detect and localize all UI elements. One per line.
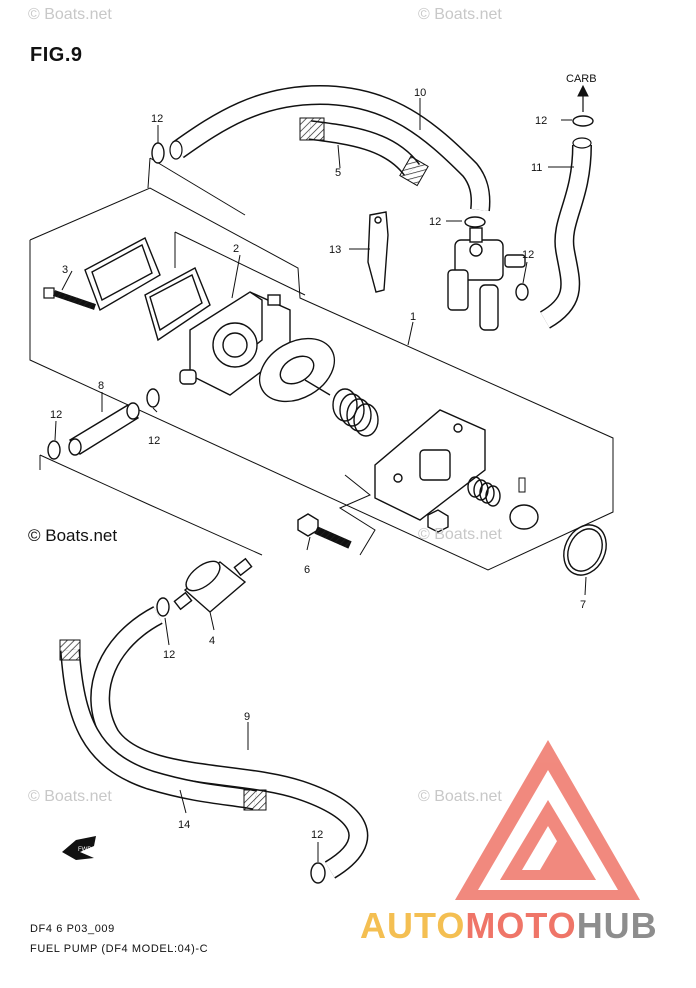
brand-auto: AUTO xyxy=(360,905,466,946)
callout-12-e: 12 xyxy=(50,409,62,421)
watermark: © Boats.net xyxy=(418,526,502,543)
watermark: © Boats.net xyxy=(28,6,112,23)
watermark: © Boats.net xyxy=(418,6,502,23)
part-9-hose xyxy=(90,606,369,879)
callout-12-c: 12 xyxy=(429,216,441,228)
callout-2: 2 xyxy=(233,243,239,255)
brand-hub: HUB xyxy=(576,905,658,946)
part-3-screw xyxy=(43,287,96,310)
part-13-bracket xyxy=(367,211,389,293)
automotohub-wordmark: AUTOMOTOHUB xyxy=(360,905,658,947)
callout-3: 3 xyxy=(62,264,68,276)
watermark: © Boats.net xyxy=(28,788,112,805)
fwd-arrow-icon: FWD xyxy=(62,836,96,860)
part-7-o-ring xyxy=(563,524,607,576)
assembly-outline xyxy=(29,157,614,571)
part-8-pipe xyxy=(68,402,140,456)
figure-caption: FUEL PUMP (DF4 MODEL:04)-C xyxy=(30,943,209,955)
part-4-fuel-filter xyxy=(173,557,253,613)
valve-cap xyxy=(509,504,539,530)
small-spring xyxy=(467,476,501,507)
callout-8: 8 xyxy=(98,380,104,392)
pump-spring xyxy=(332,388,379,437)
callout-9: 9 xyxy=(244,711,250,723)
leader-lines xyxy=(54,98,587,862)
nut xyxy=(427,509,449,533)
callout-12-b: 12 xyxy=(535,115,547,127)
callout-12-h: 12 xyxy=(311,829,323,841)
part-6-bolt xyxy=(297,513,352,549)
part-5-hose xyxy=(299,117,429,187)
pump-gaskets xyxy=(84,237,211,342)
watermark: © Boats.net xyxy=(418,788,502,805)
svg-text:FWD: FWD xyxy=(78,847,92,853)
pin xyxy=(518,477,526,493)
callout-13: 13 xyxy=(329,244,341,256)
figure-code: DF4 6 P03_009 xyxy=(30,923,115,935)
callout-5: 5 xyxy=(335,167,341,179)
part-10-hose xyxy=(169,84,491,212)
callout-14: 14 xyxy=(178,819,190,831)
carb-label: CARB xyxy=(566,73,597,85)
callout-4: 4 xyxy=(209,635,215,647)
brand-moto: MOTO xyxy=(465,905,577,946)
callout-numbers: 10 12 5 12 11 12 13 12 2 3 1 8 12 12 6 7… xyxy=(50,73,597,841)
callout-12-f: 12 xyxy=(148,435,160,447)
figure-title: FIG.9 xyxy=(30,44,83,66)
pump-cover xyxy=(374,409,486,521)
fuel-cock xyxy=(447,227,526,331)
callout-10: 10 xyxy=(414,87,426,99)
callout-12-d: 12 xyxy=(522,249,534,261)
callout-11: 11 xyxy=(531,162,542,174)
carb-arrow xyxy=(577,84,589,112)
pump-diaphragm xyxy=(258,337,336,403)
automotohub-logo xyxy=(455,740,640,900)
callout-12-g: 12 xyxy=(163,649,175,661)
part-11-hose xyxy=(539,137,592,329)
callout-12-a: 12 xyxy=(151,113,163,125)
callout-1: 1 xyxy=(410,311,416,323)
callout-7: 7 xyxy=(580,599,586,611)
part-14-hose xyxy=(59,639,267,811)
part-12-clamps xyxy=(47,115,594,884)
watermark-main: © Boats.net xyxy=(28,526,118,545)
part-2-pump-body xyxy=(179,291,291,396)
callout-6: 6 xyxy=(304,564,310,576)
